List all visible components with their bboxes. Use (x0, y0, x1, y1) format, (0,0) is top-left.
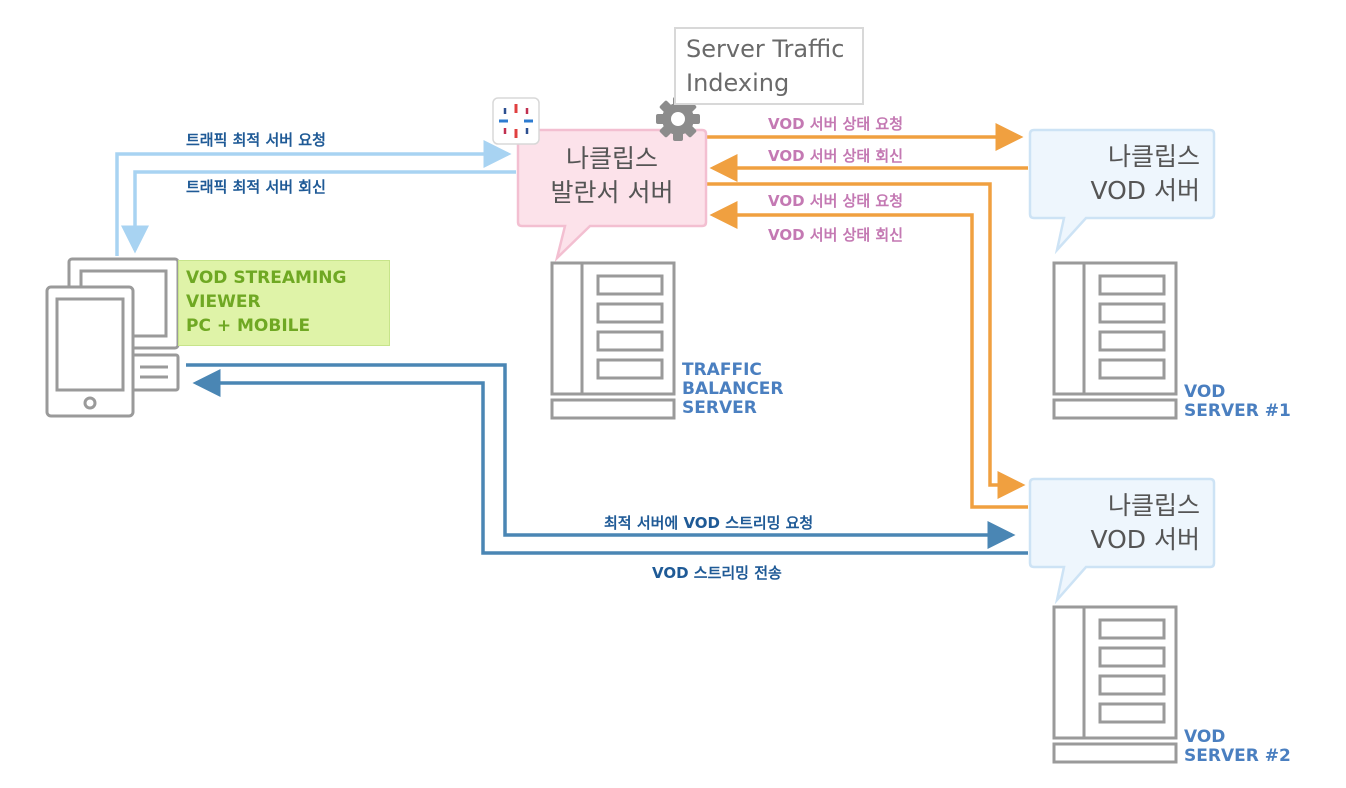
vod1-bubble (1028, 128, 1216, 255)
reply-optimal-line (121, 170, 516, 254)
vod1-server-icon (1052, 261, 1178, 420)
traffic-indexing-label: Server Traffic Indexing (686, 35, 845, 97)
vod2-status-reply-label: VOD 서버 상태 회신 (768, 226, 904, 244)
traffic-indexing-box (674, 27, 864, 105)
vod1-caption: VOD SERVER #1 (1184, 382, 1291, 421)
reply-optimal-label: 트래픽 최적 서버 회신 (186, 178, 326, 196)
vod1-status-reply-label: VOD 서버 상태 회신 (768, 147, 904, 165)
stream-transfer-line (192, 369, 1028, 555)
balancer-caption: TRAFFIC BALANCER SERVER (682, 360, 784, 418)
balancer-bubble-label: 나클립스 발란서 서버 (550, 144, 674, 207)
request-optimal-label: 트래픽 최적 서버 요청 (186, 131, 326, 149)
stream-transfer-label: VOD 스트리밍 전송 (652, 564, 782, 582)
vod2-server-icon (1052, 605, 1178, 764)
gear-icon (656, 97, 700, 141)
viewer-label-box (178, 260, 390, 346)
tablet-icon (45, 285, 135, 418)
vod2-status-request-label: VOD 서버 상태 요청 (768, 192, 904, 210)
viewer-label: VOD STREAMING VIEWER PC + MOBILE (186, 268, 347, 336)
balancer-server-icon (550, 261, 676, 420)
vod2-bubble-label: 나클립스 VOD 서버 (1090, 491, 1200, 554)
vod2-status-reply-line (709, 201, 1028, 509)
vod1-status-request-label: VOD 서버 상태 요청 (768, 115, 904, 133)
tableau-logo-icon (492, 97, 540, 145)
vod1-bubble-label: 나클립스 VOD 서버 (1090, 142, 1200, 205)
vod2-caption: VOD SERVER #2 (1184, 727, 1291, 766)
stream-request-label: 최적 서버에 VOD 스트리밍 요청 (604, 514, 814, 532)
vod2-bubble (1028, 477, 1216, 605)
stream-request-line (186, 363, 1016, 549)
vod2-status-request-line (705, 182, 1026, 499)
request-optimal-line (115, 140, 512, 256)
